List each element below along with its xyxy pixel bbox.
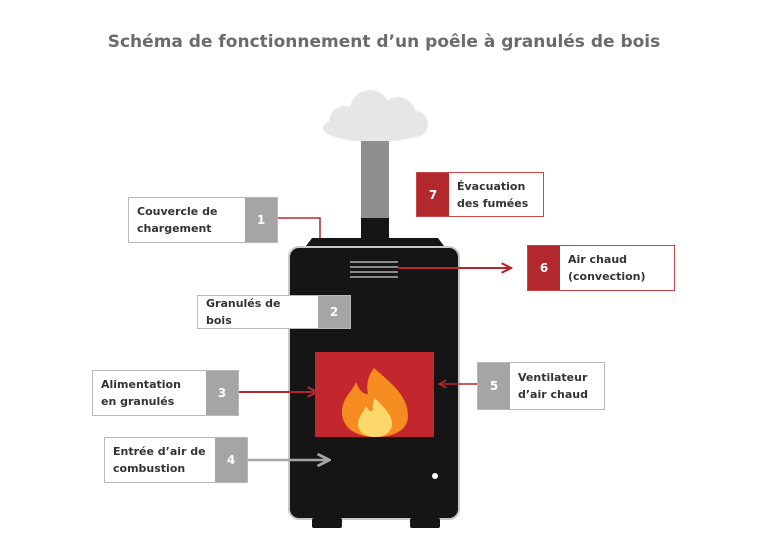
callout-1-label: Couvercle de chargement xyxy=(137,205,218,235)
callout-2-label: Granulés de bois xyxy=(206,297,281,327)
callout-5-number: 5 xyxy=(478,363,510,409)
callout-5-fan: 5 Ventilateur d’air chaud xyxy=(477,362,605,410)
callout-6-label: Air chaud (convection) xyxy=(568,253,646,283)
callout-4-combustion-air: Entrée d’air de combustion 4 xyxy=(104,437,248,483)
stove-foot-right xyxy=(410,518,440,528)
diagram-title: Schéma de fonctionnement d’un poêle à gr… xyxy=(107,32,661,52)
callout-7-number: 7 xyxy=(417,173,449,216)
stove-foot-left xyxy=(312,518,342,528)
stove-knob xyxy=(432,473,438,479)
chimney-pipe xyxy=(361,141,389,221)
grille-vent xyxy=(350,261,398,278)
callout-3-number: 3 xyxy=(206,371,238,415)
callout-2-wood-pellets: Granulés de bois 2 xyxy=(197,295,351,329)
callout-3-pellet-feed: Alimentation en granulés 3 xyxy=(92,370,239,416)
callout-7-label: Évacuation des fumées xyxy=(457,179,529,210)
callout-7-smoke-exhaust: 7 Évacuation des fumées xyxy=(416,172,544,217)
callout-4-number: 4 xyxy=(215,438,247,482)
callout-6-number: 6 xyxy=(528,246,560,290)
callout-4-label: Entrée d’air de combustion xyxy=(113,445,206,475)
callout-6-hot-air: 6 Air chaud (convection) xyxy=(527,245,675,291)
leader-line-1 xyxy=(277,217,321,238)
callout-2-number: 2 xyxy=(318,296,350,328)
chimney-base xyxy=(361,218,389,240)
callout-3-label: Alimentation en granulés xyxy=(101,378,181,408)
callout-1-loading-lid: Couvercle de chargement 1 xyxy=(128,197,278,243)
callout-1-number: 1 xyxy=(245,198,277,242)
smoke-cloud xyxy=(323,90,428,142)
callout-5-label: Ventilateur d’air chaud xyxy=(518,371,588,401)
loading-lid xyxy=(306,238,444,246)
flame-icon xyxy=(342,368,408,437)
